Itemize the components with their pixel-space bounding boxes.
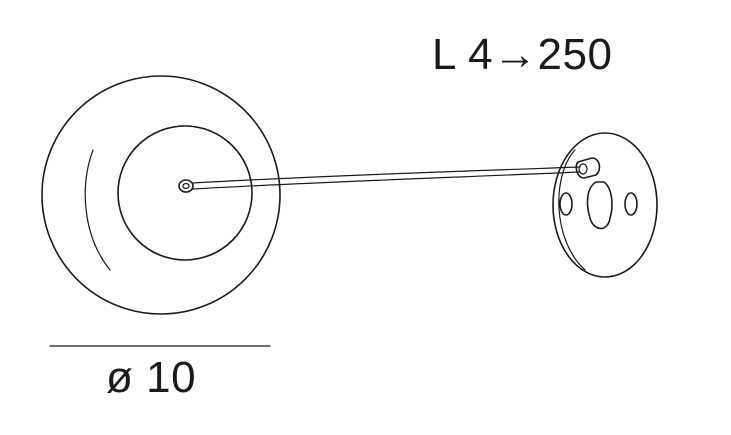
- shade-highlight-arc: [84, 149, 111, 271]
- mount-screw-hole-right: [624, 192, 638, 216]
- diameter-annotation: ø 10: [106, 353, 197, 402]
- mount-cable-clamp: [575, 157, 601, 179]
- mount-plate-edge: [558, 149, 586, 271]
- mount-screw-hole-left: [559, 192, 573, 216]
- mount-keyhole-slot: [586, 181, 613, 230]
- cable-length-annotation: L 4→250: [432, 30, 613, 79]
- lamp-shade: [41, 75, 281, 315]
- shade-inner-opening: [117, 125, 253, 261]
- suspension-cable: [191, 166, 581, 190]
- shade-cable-connector: [178, 179, 194, 193]
- wall-mount-plate: [552, 132, 658, 278]
- shade-outer-rim: [41, 75, 281, 315]
- mount-plate-outer: [552, 132, 658, 278]
